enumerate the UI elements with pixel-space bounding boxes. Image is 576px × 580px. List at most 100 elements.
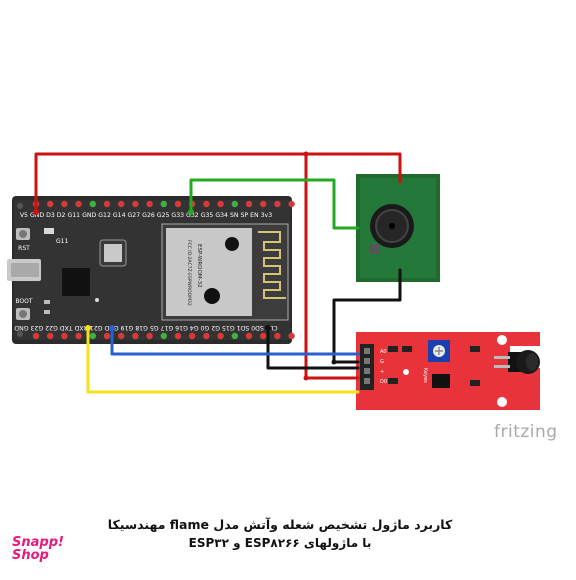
logo-line1: Snapp! (12, 535, 64, 550)
wire-junction (303, 151, 309, 157)
espressif-logo (204, 288, 220, 304)
regulator-tab (104, 244, 122, 262)
header-pin (118, 200, 125, 208)
caption-title: کاربرد ماژول تشخیص شعله وآتش مدل flame م… (107, 517, 453, 532)
wire-endpoint (188, 209, 194, 215)
caption-subtitle: با ماژولهای ESP۸۲۶۶ و ESP۳۲ (188, 536, 372, 550)
esp32-board: V5 GND D3 D2 G11 GND G12 G14 G27 G26 G25… (7, 196, 295, 344)
wires (33, 151, 402, 394)
wire-green-signal (189, 178, 360, 230)
wire-endpoint (85, 325, 91, 331)
mount-hole (17, 331, 23, 337)
wire-red-vcc-sensor (304, 152, 360, 380)
wire-endpoint (109, 325, 115, 331)
mount-hole (17, 203, 23, 209)
buzzer-module (356, 174, 440, 282)
wire-junction (331, 359, 337, 365)
header-pin (288, 332, 295, 340)
snapp-shop-logo: Snapp! Shop (12, 536, 64, 562)
header-pin (118, 332, 125, 340)
comparator-chip (432, 374, 450, 388)
wire-endpoint (33, 209, 39, 215)
fritzing-watermark: fritzing (494, 422, 558, 442)
potentiometer-slot (435, 347, 443, 355)
led (403, 369, 409, 375)
header-pin (189, 332, 196, 340)
header-pin (174, 200, 182, 208)
smd-component (388, 378, 398, 384)
header-pin (217, 200, 224, 208)
rst-label: RST (18, 245, 30, 252)
header-pin (245, 332, 253, 340)
caption: کاربرد ماژول تشخیص شعله وآتش مدل flame م… (80, 516, 480, 552)
sensor-brand: Keyes (422, 368, 428, 383)
header-pin (47, 200, 54, 208)
buzzer-pin (370, 244, 380, 254)
smd-component (470, 380, 480, 386)
smd-component (402, 346, 412, 352)
mount-hole (497, 335, 507, 345)
header-pin (47, 332, 54, 340)
boot-label: BOOT (15, 298, 32, 305)
ir-flame-receiver (494, 350, 540, 374)
header-pin (231, 332, 238, 340)
header-pin (217, 332, 224, 340)
esp32-bottom-pin-row (32, 332, 295, 340)
esp-wroom-module: ESP-WROOM-32 FCC ID:2AC7Z-ESPWROOM32 (161, 223, 289, 321)
smd-component (44, 310, 50, 314)
rst-button[interactable] (16, 228, 30, 240)
wire-black-gnd-buzzer (332, 268, 402, 364)
sensor-header (360, 344, 374, 390)
header-pin (203, 200, 210, 208)
wire-yellow-d0 (86, 326, 360, 394)
smd-component (44, 300, 50, 304)
header-pin (32, 332, 40, 340)
wire-blue-a0 (110, 326, 360, 356)
buzzer-hole (389, 223, 395, 229)
smd-component (470, 346, 480, 352)
sensor-pin-label: A0 (380, 349, 387, 355)
header-pin (274, 200, 281, 208)
smd-component (44, 228, 54, 234)
usb-uart-chip (62, 268, 90, 296)
header-pin (160, 200, 167, 208)
sensor-pin-label: D0 (380, 379, 387, 385)
flame-sensor-module: A0G+D0 Keyes (356, 332, 540, 410)
header-pin (103, 332, 111, 340)
header-pin (61, 332, 68, 340)
header-pin (274, 332, 281, 340)
boot-button[interactable] (16, 308, 30, 320)
header-pin (132, 332, 139, 340)
header-pin (75, 200, 82, 208)
wire-black-gnd-esp (266, 326, 360, 370)
sensor-pin-label: + (380, 369, 384, 375)
header-pin (245, 200, 253, 208)
smd-component (388, 346, 398, 352)
wire-endpoint (265, 325, 271, 331)
header-pin (260, 200, 267, 208)
header-pin (260, 332, 267, 340)
module-label: ESP-WROOM-32 (196, 244, 202, 288)
esp32-top-pin-labels: V5 GND D3 D2 G11 GND G12 G14 G27 G26 G25… (20, 212, 272, 219)
module-fcc: FCC ID:2AC7Z-ESPWROOM32 (186, 240, 192, 306)
header-pin (75, 332, 82, 340)
esp32-bottom-pin-labels: CLK SD0 SD1 G15 G2 G0 G4 G16 G17 G5 G18 … (14, 324, 277, 331)
wifi-logo (225, 237, 239, 251)
micro-usb-port[interactable] (7, 259, 41, 281)
header-pin (61, 200, 68, 208)
pcb-antenna (258, 231, 286, 299)
header-pin (89, 332, 97, 340)
g11-label: G11 (56, 238, 68, 245)
header-pin (160, 332, 167, 340)
header-pin (146, 332, 153, 340)
header-pin (146, 200, 153, 208)
logo-line2: Shop (12, 548, 49, 563)
header-pin (203, 332, 210, 340)
wire-red-5v (34, 152, 402, 214)
header-pin (103, 200, 111, 208)
header-pin (288, 200, 295, 208)
mount-hole (497, 397, 507, 407)
led (95, 298, 99, 302)
